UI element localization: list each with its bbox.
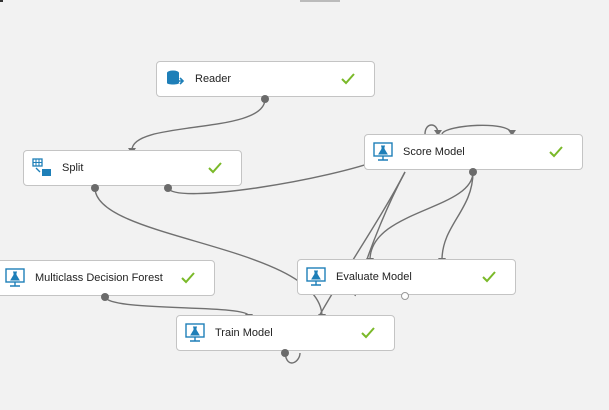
module-label: Reader — [195, 73, 232, 85]
wire-split-to-score — [167, 157, 386, 195]
reader-output-port[interactable] — [261, 95, 269, 103]
lab-monitor-icon — [185, 323, 205, 342]
lab-monitor-icon — [306, 267, 326, 286]
wire-split-to-evaluate — [94, 187, 323, 317]
score-model-output-port[interactable] — [469, 168, 477, 176]
evaluate-model-output-port[interactable] — [401, 292, 409, 300]
module-label: Evaluate Model — [336, 271, 412, 283]
top-edge-artifact — [0, 0, 609, 2]
check-icon — [482, 271, 496, 283]
wire-score-top-loop-b — [441, 124, 513, 135]
split-output-port-1[interactable] — [91, 184, 99, 192]
check-icon — [341, 73, 355, 85]
train-model-output-port[interactable] — [281, 349, 289, 357]
wire-reader-to-split — [131, 98, 266, 151]
wire-score-to-train — [317, 171, 406, 319]
check-icon — [549, 146, 563, 158]
check-icon — [361, 327, 375, 339]
wire-forest-to-train — [104, 296, 250, 317]
lab-monitor-icon — [5, 268, 25, 287]
database-icon — [167, 70, 185, 85]
wire-score-to-evaluate-a — [369, 171, 474, 261]
split-output-port-2[interactable] — [164, 184, 172, 192]
table-split-icon — [32, 158, 51, 176]
module-train-model[interactable]: Train Model — [176, 315, 395, 351]
module-label: Score Model — [403, 146, 465, 158]
module-label: Split — [62, 162, 84, 174]
check-icon — [181, 272, 195, 284]
module-label: Multiclass Decision Forest — [35, 272, 163, 284]
module-label: Train Model — [215, 327, 273, 339]
module-split[interactable]: Split — [23, 150, 242, 186]
module-reader[interactable]: Reader — [156, 61, 375, 97]
module-score-model[interactable]: Score Model — [364, 134, 583, 170]
wire-score-to-evaluate-b — [441, 171, 474, 261]
module-evaluate-model[interactable]: Evaluate Model — [297, 259, 516, 295]
check-icon — [208, 162, 222, 174]
forest-output-port[interactable] — [101, 293, 109, 301]
module-multiclass-decision-forest[interactable]: Multiclass Decision Forest — [0, 260, 215, 296]
lab-monitor-icon — [373, 142, 393, 161]
